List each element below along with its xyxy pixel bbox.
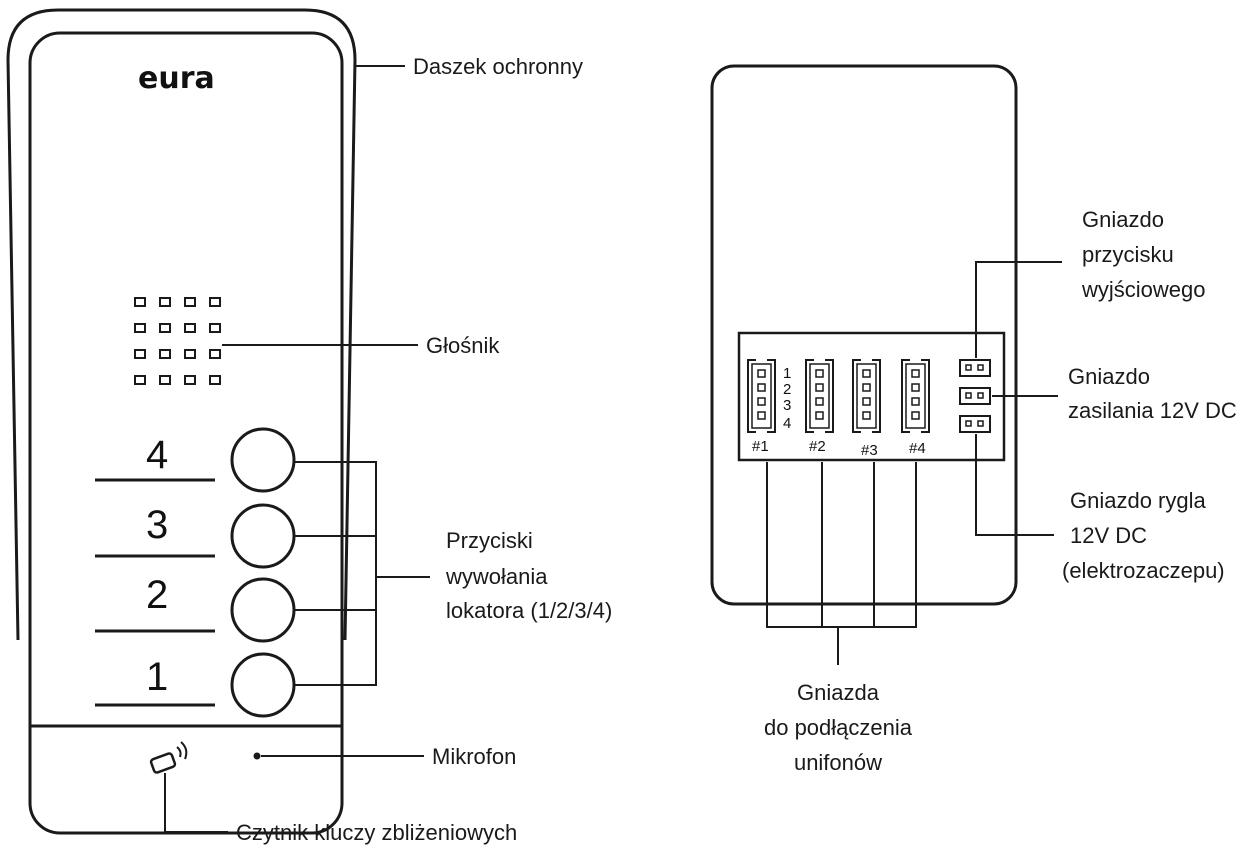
label-przyciski-line1: Przyciski (446, 528, 533, 553)
lock-socket (959, 415, 991, 433)
label-gniazdo-rygla-line3: (elektrozaczepu) (1062, 558, 1225, 583)
label-czytnik: Czytnik kluczy zbliżeniowych (236, 820, 517, 845)
call-button-3-number: 3 (146, 503, 168, 547)
label-gniazdo-przycisku-line2: przycisku (1082, 242, 1174, 267)
label-glosnik: Głośnik (426, 333, 500, 358)
leader-gniazdo-przycisku (975, 261, 1062, 358)
label-przyciski-line2: wywołania (445, 564, 548, 589)
exit-button-socket (959, 359, 991, 377)
pin-number-2: 2 (783, 381, 791, 398)
connector-port-2 (805, 359, 834, 433)
pin-number-3: 3 (783, 397, 791, 414)
call-button-1-number: 1 (146, 655, 168, 699)
leader-gniazdo-rygla (975, 434, 1054, 536)
label-gniazda-unifonow-line1: Gniazda (797, 680, 880, 705)
label-gniazda-unifonow-line2: do podłączenia (764, 715, 913, 740)
label-gniazdo-zasilania-line1: Gniazdo (1068, 364, 1150, 389)
power-socket (959, 387, 991, 405)
label-przyciski-line3: lokatora (1/2/3/4) (446, 598, 612, 623)
protective-roof (6, 8, 357, 641)
connector-board (737, 331, 1006, 462)
label-daszek-ochronny: Daszek ochronny (413, 54, 583, 79)
label-gniazdo-rygla-line1: Gniazdo rygla (1070, 488, 1207, 513)
connector-port-3 (852, 359, 881, 433)
call-button-2-number: 2 (146, 573, 168, 617)
microphone-hole (253, 752, 261, 760)
label-gniazdo-przycisku-line1: Gniazdo (1082, 207, 1164, 232)
connector-port-1 (747, 359, 776, 433)
pin-number-4: 4 (783, 415, 791, 432)
port-label-1: #1 (752, 438, 769, 455)
port-label-4: #4 (909, 440, 926, 457)
port-label-3: #3 (861, 442, 878, 459)
leader-czytnik (164, 773, 228, 833)
leader-przyciski (294, 461, 430, 686)
connector-port-4 (901, 359, 930, 433)
label-gniazdo-rygla-line2: 12V DC (1070, 523, 1147, 548)
brand-logo: eura (138, 61, 215, 96)
proximity-reader-icon (149, 741, 188, 774)
pin-number-1: 1 (783, 365, 791, 382)
label-gniazdo-przycisku-line3: wyjściowego (1081, 277, 1206, 302)
speaker-grille (134, 297, 221, 385)
call-button-3: 3 (95, 503, 296, 569)
port-label-2: #2 (809, 438, 826, 455)
call-button-4-number: 4 (146, 433, 168, 477)
leader-gniazda-unifonow (766, 462, 917, 665)
label-mikrofon: Mikrofon (432, 744, 516, 769)
label-gniazda-unifonow-line3: unifonów (794, 750, 882, 775)
label-gniazdo-zasilania-line2: zasilania 12V DC (1068, 398, 1237, 423)
call-button-4: 4 (95, 427, 296, 493)
front-panel-body (28, 31, 344, 835)
call-button-2: 2 (95, 573, 296, 643)
